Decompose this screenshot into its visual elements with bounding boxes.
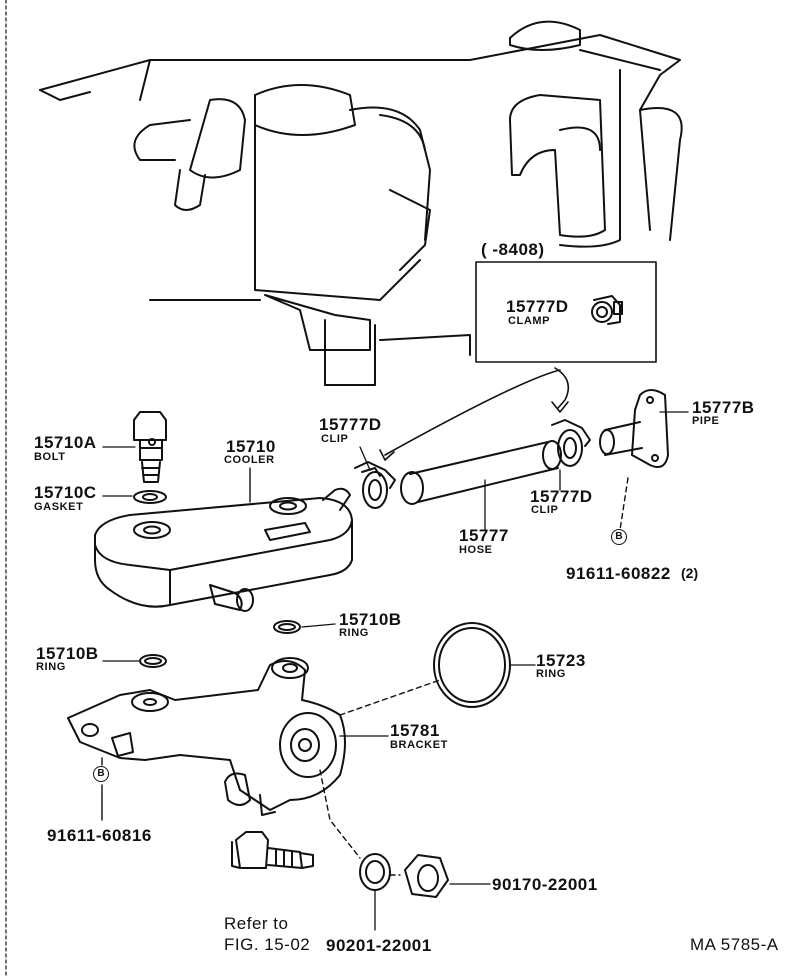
clamp-inset-illustration bbox=[591, 295, 623, 325]
leader-lines bbox=[102, 411, 689, 931]
part-name-label: BOLT bbox=[34, 451, 66, 463]
part-name-label: COOLER bbox=[224, 454, 275, 466]
marker-b: B bbox=[611, 529, 627, 545]
part-number-label: 15710C bbox=[34, 483, 97, 502]
part-number-label: 15777 bbox=[459, 526, 509, 545]
pipe-15777b bbox=[599, 389, 669, 468]
part-number-label: 90170-22001 bbox=[492, 875, 598, 894]
washer-90201-22001 bbox=[359, 853, 391, 891]
part-number-label: 15710B bbox=[36, 644, 99, 663]
part-name-label: HOSE bbox=[459, 544, 493, 556]
part-name-label: RING bbox=[339, 627, 369, 639]
reference-line-2: FIG. 15-02 bbox=[224, 935, 311, 954]
arrow-right bbox=[554, 367, 570, 409]
part-name-label: GASKET bbox=[34, 501, 84, 513]
cooler-15710 bbox=[94, 469, 353, 612]
inset-part-number: 15777D bbox=[506, 297, 569, 316]
part-number-label: 91611-60822 bbox=[566, 564, 671, 583]
inset-box bbox=[475, 261, 657, 363]
inset-part-name: CLAMP bbox=[508, 315, 551, 327]
marker-b: B bbox=[93, 766, 109, 782]
bracket-15781 bbox=[67, 657, 346, 816]
sensor-fitting bbox=[231, 831, 314, 869]
bolt-15710a bbox=[133, 411, 167, 483]
engine-block bbox=[39, 20, 683, 386]
part-number-label: 15781 bbox=[390, 721, 440, 740]
diagram-code: MA 5785-A bbox=[690, 935, 779, 954]
ring-15723 bbox=[433, 622, 511, 708]
part-number-label: 15777B bbox=[692, 398, 755, 417]
part-number-label: 90201-22001 bbox=[326, 936, 432, 955]
part-number-label: 91611-60816 bbox=[47, 826, 152, 845]
part-number-label: 15723 bbox=[536, 651, 586, 670]
part-number-label: 15777D bbox=[530, 487, 593, 506]
ring-15710b-left bbox=[139, 654, 167, 668]
quantity-label: (2) bbox=[681, 565, 699, 581]
nut-90170-22001 bbox=[404, 854, 449, 898]
inset-range-label: ( -8408) bbox=[481, 240, 545, 259]
part-name-label: RING bbox=[536, 668, 566, 680]
part-name-label: RING bbox=[36, 661, 66, 673]
part-name-label: CLIP bbox=[321, 433, 349, 445]
arrow-left bbox=[384, 369, 561, 456]
clip-15777d-right bbox=[551, 419, 591, 467]
part-name-label: BRACKET bbox=[390, 739, 448, 751]
ring-15710b-upper bbox=[273, 620, 301, 634]
clip-15777d-left bbox=[354, 461, 396, 509]
part-name-label: PIPE bbox=[692, 415, 720, 427]
hose-15777 bbox=[400, 440, 562, 505]
part-number-label: 15777D bbox=[319, 415, 382, 434]
part-name-label: CLIP bbox=[531, 504, 559, 516]
reference-line-1: Refer to bbox=[224, 914, 289, 933]
gasket-15710c bbox=[133, 490, 167, 504]
part-number-label: 15710B bbox=[339, 610, 402, 629]
part-number-label: 15710A bbox=[34, 433, 97, 452]
part-number-label: 15710 bbox=[226, 437, 276, 456]
